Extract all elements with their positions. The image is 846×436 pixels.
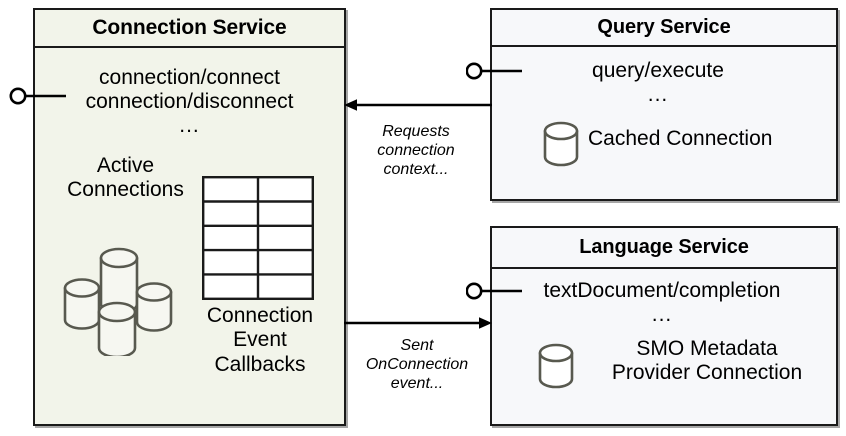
language-service-operations-ellipsis: ...: [651, 303, 673, 327]
edge-label-line-2: connection: [377, 142, 455, 160]
lollipop-interface-query-service[interactable]: [465, 55, 526, 87]
database-cluster-icon: [57, 236, 193, 359]
language-service-operations: textDocument/completion ...: [512, 279, 812, 327]
edge-label-line-1: Requests: [382, 123, 450, 140]
edge-label-line-1: Sent: [400, 337, 434, 354]
component-connection-service[interactable]: Connection Service connection/connect co…: [33, 8, 346, 426]
smo-label-line-1: SMO Metadata: [636, 337, 778, 360]
edge-label-line-3: context...: [383, 161, 449, 179]
active-connections-caption-line-1: Active: [96, 154, 155, 177]
edge-label-sent-onconnection-event: Sent OnConnection event...: [352, 336, 482, 394]
connection-service-title: Connection Service: [35, 10, 344, 48]
component-query-service[interactable]: Query Service query/execute ... Cached C…: [490, 8, 838, 201]
connection-service-operations: connection/connect connection/disconnect…: [35, 66, 344, 138]
connection-service-operations-ellipsis: ...: [179, 114, 200, 138]
language-service-body: textDocument/completion ... SMO Metadata…: [492, 269, 836, 424]
query-service-title: Query Service: [492, 10, 836, 47]
cached-connection-label: Cached Connection: [588, 127, 773, 150]
connection-service-body: connection/connect connection/disconnect…: [35, 48, 344, 424]
database-cylinder-icon: [542, 120, 580, 168]
lollipop-interface-connection-service[interactable]: [8, 80, 68, 112]
callbacks-caption-line-3: Callbacks: [214, 352, 306, 376]
edge-label-line-2: OnConnection: [365, 356, 469, 374]
edge-query-to-connection-arrow: [340, 92, 496, 118]
connection-event-callbacks-caption: Connection Event Callbacks: [195, 304, 325, 377]
query-service-operations-ellipsis: ...: [647, 83, 669, 107]
operation-textdocument-completion: textDocument/completion: [543, 279, 781, 302]
smo-metadata-provider-connection-label: SMO Metadata Provider Connection: [582, 337, 832, 386]
callbacks-caption-line-1: Connection: [206, 304, 314, 327]
operation-connection-connect: connection/connect: [99, 66, 280, 89]
lollipop-interface-language-service[interactable]: [465, 275, 526, 307]
smo-label-line-2: Provider Connection: [611, 361, 803, 385]
edge-label-line-3: event...: [390, 375, 444, 393]
edge-connection-to-language-arrow: [340, 310, 496, 336]
callbacks-caption-line-2: Event: [233, 328, 287, 352]
query-service-body: query/execute ... Cached Connection: [492, 47, 836, 199]
operation-query-execute: query/execute: [592, 59, 724, 82]
table-grid-icon: [202, 176, 314, 300]
active-connections-caption: Active Connections: [43, 154, 208, 203]
operation-connection-disconnect: connection/disconnect: [85, 90, 294, 114]
database-cylinder-icon: [537, 342, 575, 390]
query-service-operations: query/execute ...: [528, 59, 788, 107]
language-service-title: Language Service: [492, 228, 836, 269]
component-language-service[interactable]: Language Service textDocument/completion…: [490, 226, 838, 426]
active-connections-caption-line-2: Connections: [67, 178, 184, 202]
edge-label-requests-connection-context: Requests connection context...: [356, 122, 476, 180]
